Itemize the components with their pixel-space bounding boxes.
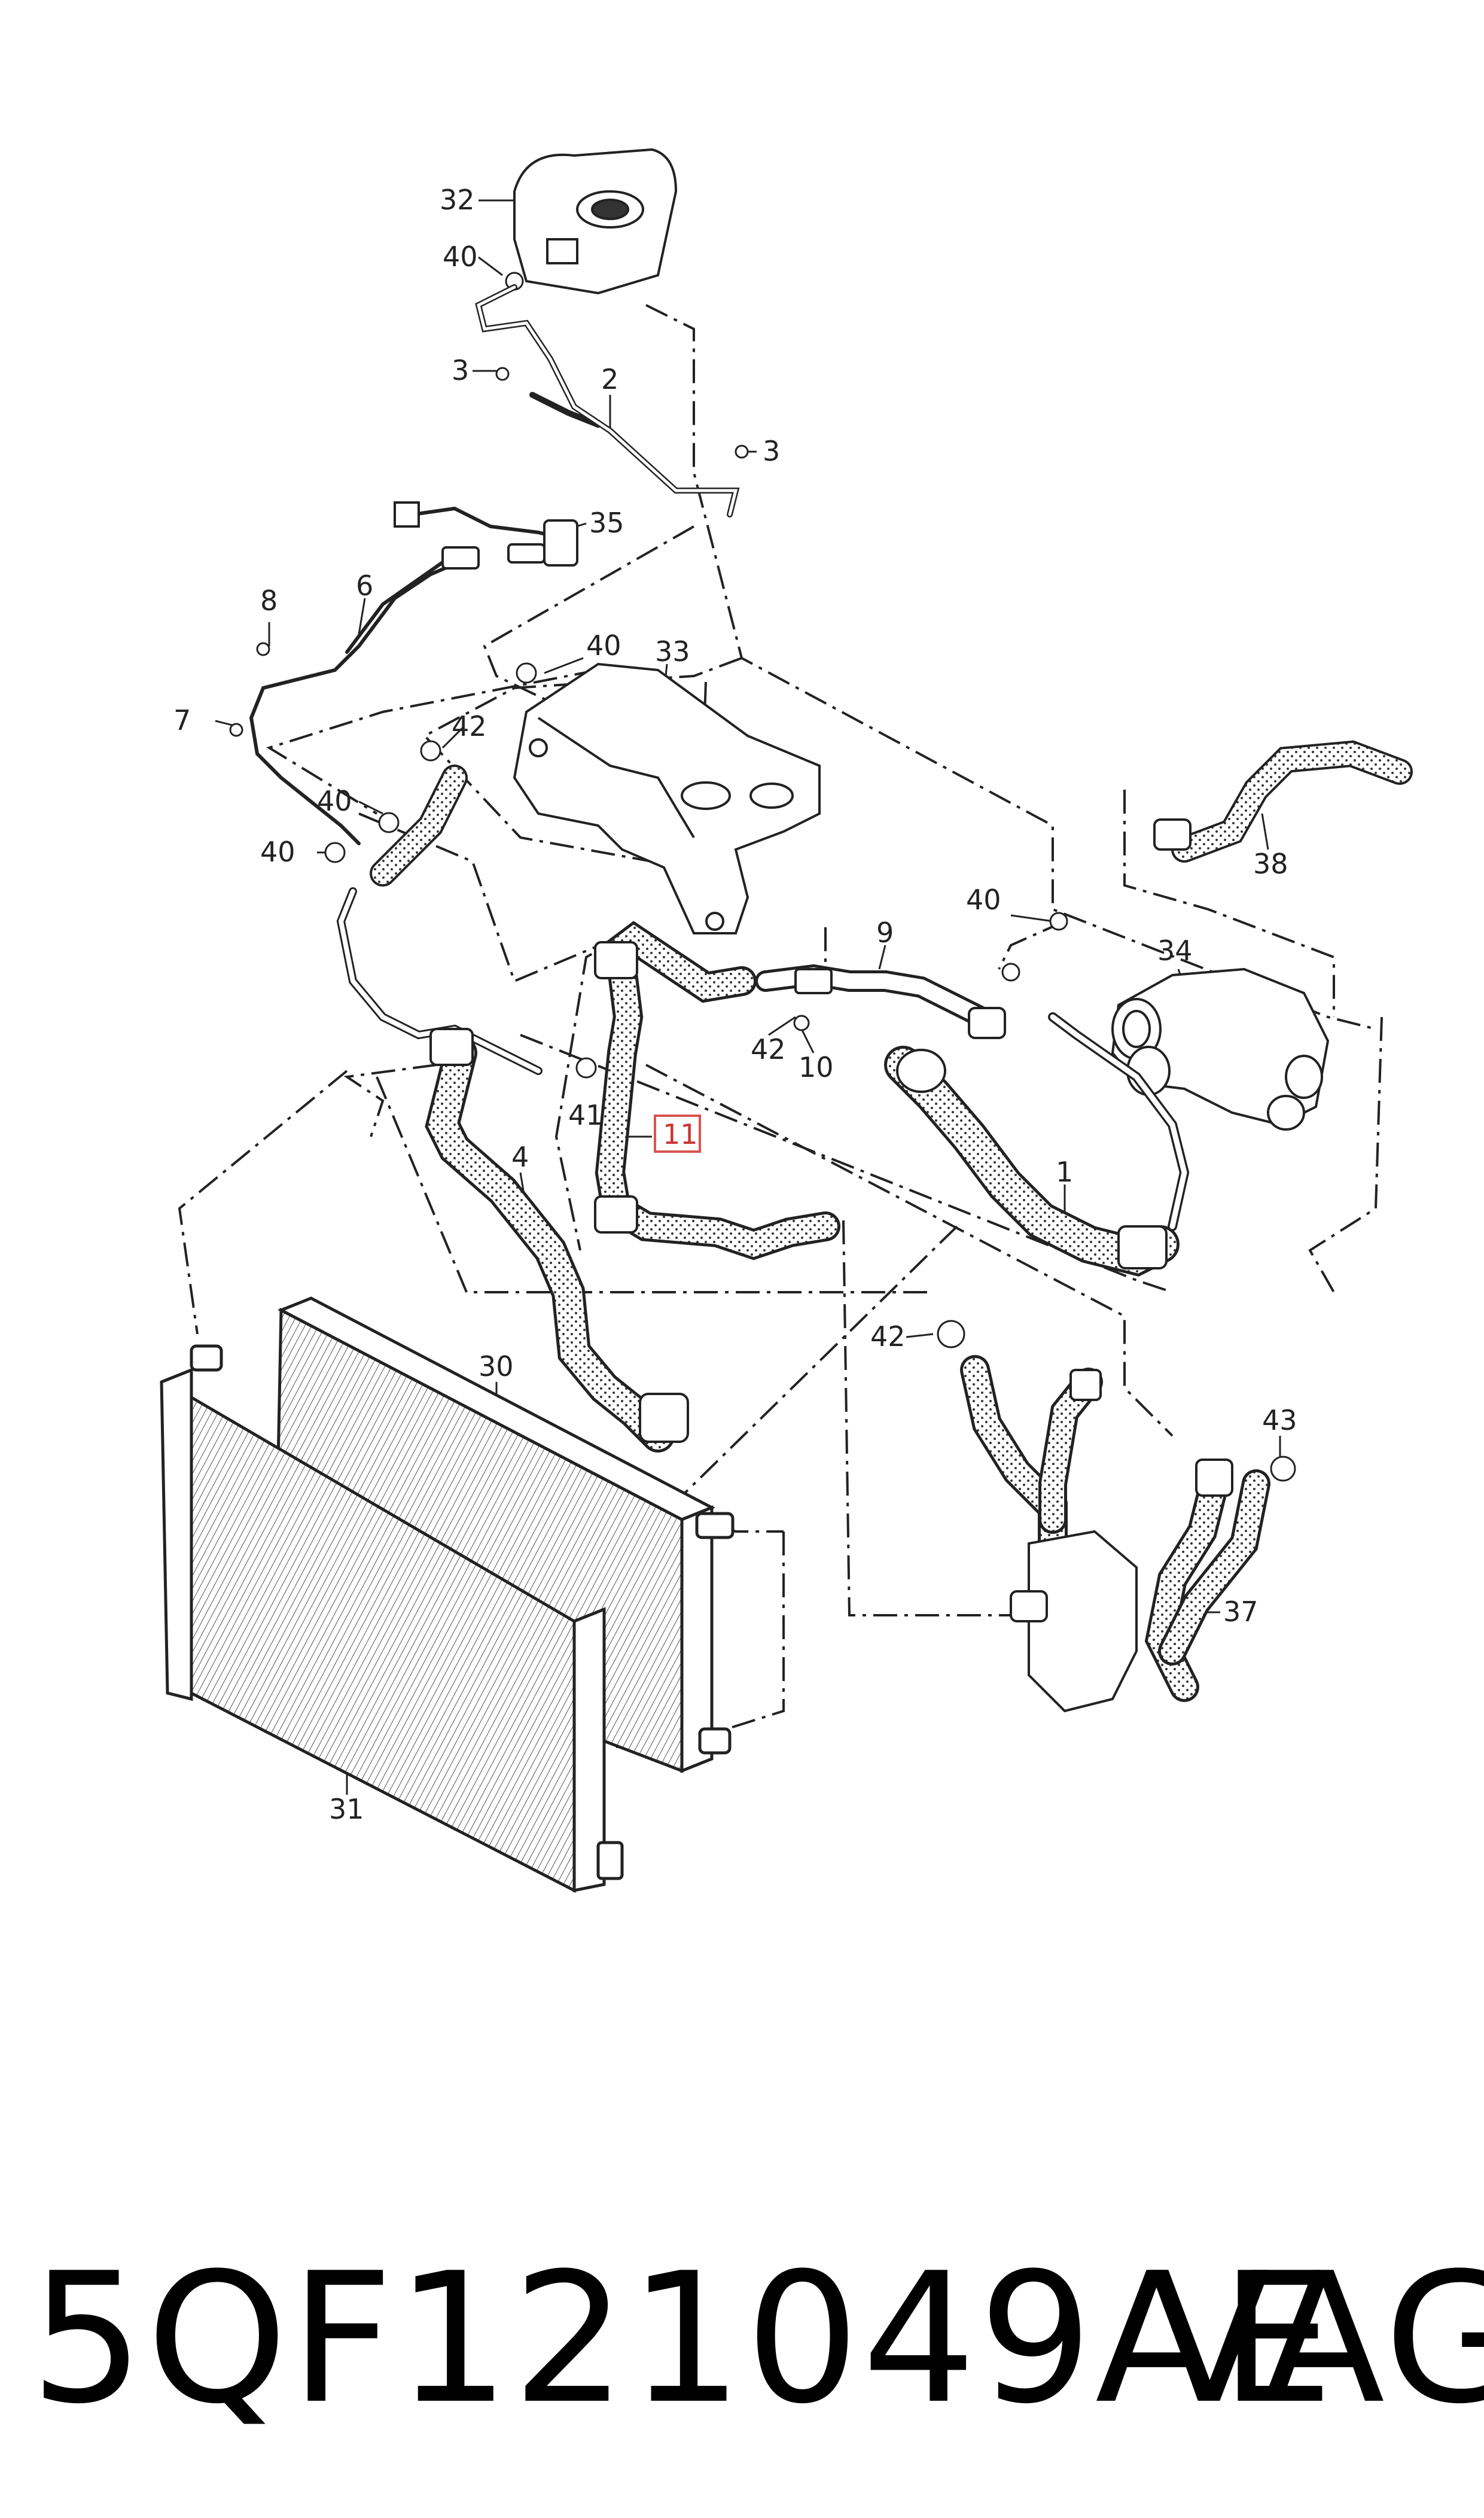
hose-1 (884, 1012, 1190, 1277)
callout-30: 30 (479, 1350, 514, 1383)
breather-pipe-inner (477, 285, 738, 516)
callout-43: 43 (1262, 1404, 1297, 1436)
callout-33: 33 (655, 635, 690, 668)
part-number: 5QF121049AE (30, 2234, 1336, 2443)
callout-11-box (654, 1115, 701, 1153)
callout-7: 7 (173, 704, 191, 736)
callout-42: 42 (870, 1320, 906, 1353)
hose-42-upper (370, 765, 468, 887)
intake-manifold (513, 662, 821, 934)
sensor-35 (394, 501, 578, 570)
callout-42: 42 (452, 710, 487, 742)
callout-42: 42 (751, 1033, 786, 1065)
callout-6: 6 (356, 570, 373, 602)
pipe-9 (755, 964, 1006, 1039)
callout-11: 11 (663, 1118, 698, 1150)
callout-10: 10 (799, 1051, 834, 1083)
callout-2: 2 (601, 363, 618, 395)
callout-40: 40 (317, 785, 352, 817)
callout-41: 41 (568, 1099, 604, 1131)
callout-3: 3 (452, 354, 469, 386)
radiator-31 (160, 1344, 624, 1893)
callout-35: 35 (589, 507, 624, 539)
callout-31: 31 (329, 1793, 364, 1825)
callout-4: 4 (511, 1141, 529, 1173)
callout-37: 37 (1223, 1596, 1258, 1628)
hose-4 (425, 1028, 689, 1453)
callout-9: 9 (876, 917, 894, 949)
hose-11 (594, 921, 840, 1260)
callout-40: 40 (443, 240, 478, 273)
callout-32: 32 (440, 184, 475, 216)
expansion-tank (513, 148, 678, 295)
pump-assembly (960, 1355, 1270, 1713)
callout-40: 40 (966, 884, 1001, 916)
callout-34: 34 (1157, 934, 1193, 967)
pipe-38 (1153, 740, 1413, 863)
hose-clips (229, 272, 1296, 1482)
callout-8: 8 (260, 584, 278, 617)
callout-1: 1 (1056, 1156, 1073, 1188)
thermostat-housing (1111, 967, 1330, 1131)
callout-3: 3 (763, 435, 780, 467)
callout-38: 38 (1253, 848, 1288, 880)
callout-40: 40 (586, 629, 621, 662)
callout-40: 40 (260, 836, 295, 868)
brand-name: VAG (1148, 2234, 1484, 2443)
breather-pipe (475, 284, 740, 517)
callouts: 32 40 3 2 3 35 8 6 40 33 7 42 40 40 40 9… (173, 184, 1297, 1825)
